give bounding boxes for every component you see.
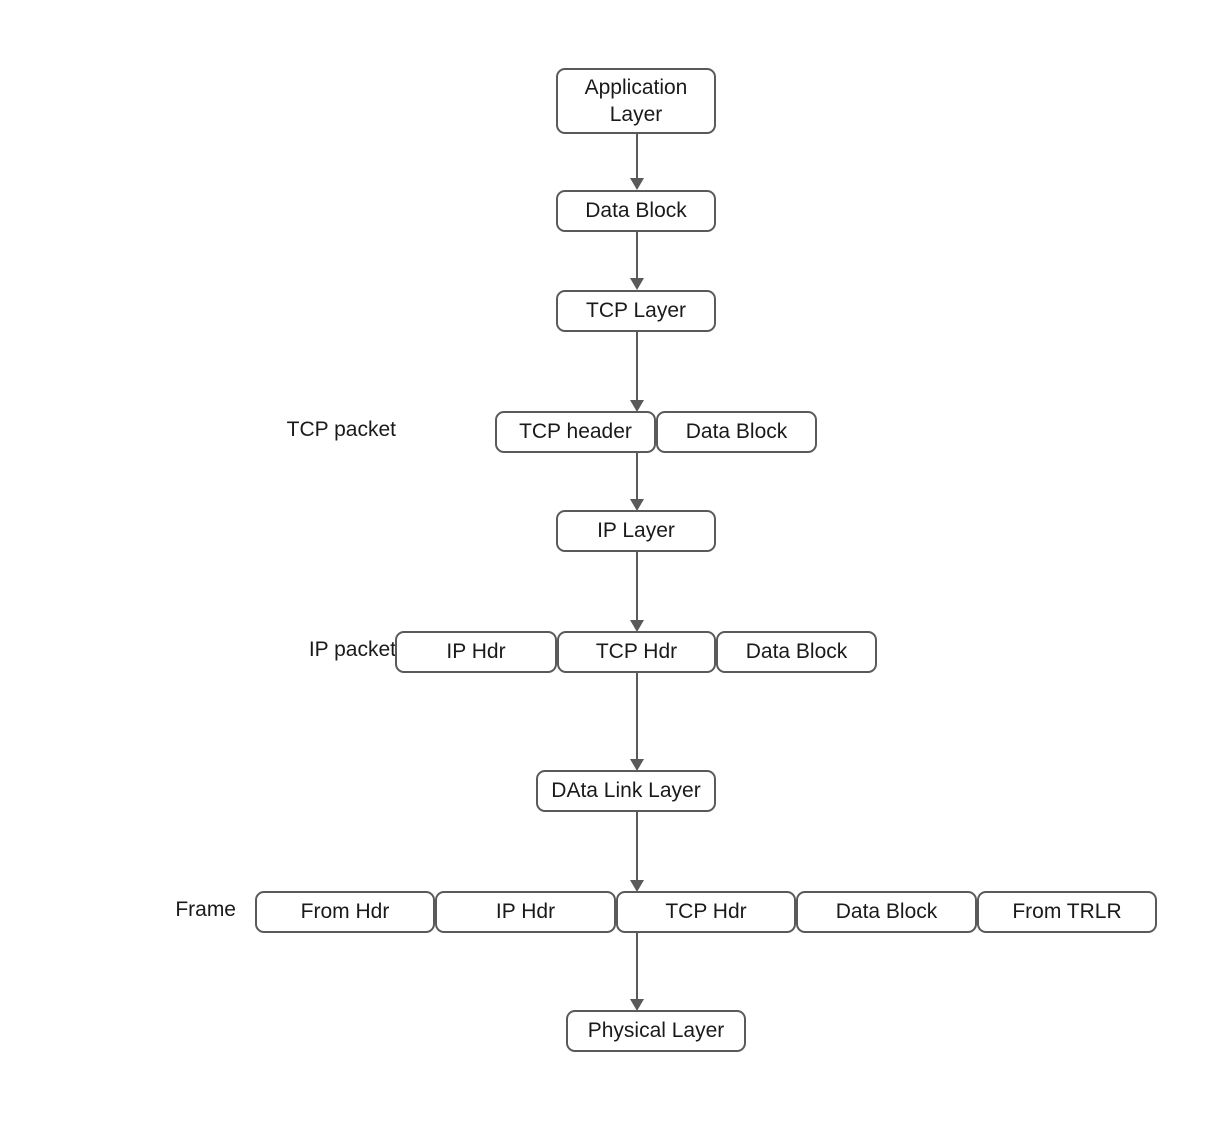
- arrow-head: [630, 759, 644, 771]
- arrow-head: [630, 499, 644, 511]
- row-label-tcp-packet: TCP packet: [286, 418, 396, 441]
- arrow-shaft: [636, 332, 638, 400]
- node-application-layer[interactable]: Application Layer: [556, 68, 716, 134]
- node-data-block[interactable]: Data Block: [556, 190, 716, 232]
- segment-tcp-header[interactable]: TCP header: [495, 411, 656, 453]
- arrow-shaft: [636, 134, 638, 178]
- segment-tcp-hdr[interactable]: TCP Hdr: [557, 631, 716, 673]
- arrow-head: [630, 620, 644, 632]
- node-physical-layer[interactable]: Physical Layer: [566, 1010, 746, 1052]
- arrow-head: [630, 178, 644, 190]
- segment-ip-hdr[interactable]: IP Hdr: [435, 891, 616, 933]
- segment-data-block[interactable]: Data Block: [656, 411, 817, 453]
- segment-ip-hdr[interactable]: IP Hdr: [395, 631, 557, 673]
- arrow-shaft: [636, 673, 638, 759]
- arrow-head: [630, 880, 644, 892]
- segment-data-block[interactable]: Data Block: [796, 891, 977, 933]
- segment-from-hdr[interactable]: From Hdr: [255, 891, 435, 933]
- segment-data-block[interactable]: Data Block: [716, 631, 877, 673]
- arrow-shaft: [636, 812, 638, 880]
- arrow-shaft: [636, 453, 638, 499]
- arrow-head: [630, 400, 644, 412]
- arrow-shaft: [636, 552, 638, 620]
- row-label-frame: Frame: [175, 898, 236, 921]
- segment-from-trlr[interactable]: From TRLR: [977, 891, 1157, 933]
- node-data-link-layer[interactable]: DAta Link Layer: [536, 770, 716, 812]
- arrow-head: [630, 278, 644, 290]
- node-application-layer-text: Application Layer: [584, 75, 688, 126]
- arrow-shaft: [636, 232, 638, 278]
- node-tcp-layer[interactable]: TCP Layer: [556, 290, 716, 332]
- segment-tcp-hdr[interactable]: TCP Hdr: [616, 891, 796, 933]
- node-ip-layer[interactable]: IP Layer: [556, 510, 716, 552]
- arrow-shaft: [636, 933, 638, 999]
- row-label-ip-packet: IP packet: [308, 638, 396, 661]
- arrow-head: [630, 999, 644, 1011]
